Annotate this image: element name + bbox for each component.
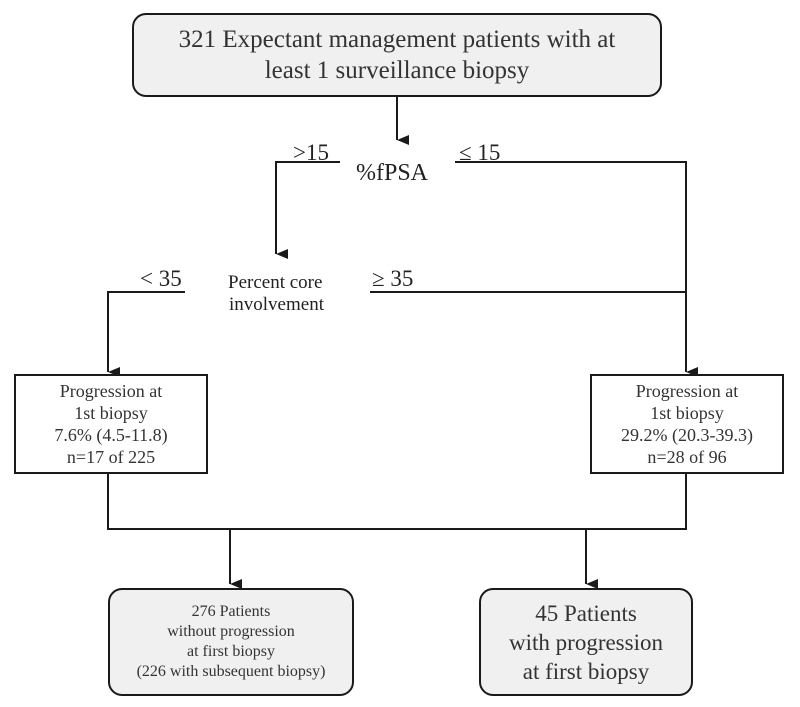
bottom-right-box: 45 Patients with progression at first bi… [479,588,693,696]
top-box-line-1: 321 Expectant management patients with a… [178,26,616,53]
core-ge35-label: ≥ 35 [372,266,414,291]
top-box-line-2: least 1 surveillance biopsy [264,57,530,84]
bottom-left-box: 276 Patients without progression at firs… [108,588,354,696]
connector-left-result-down [107,474,687,530]
top-box: 321 Expectant management patients with a… [132,13,662,97]
core-lt35-label: < 35 [140,266,182,291]
fpsa-le15-label: ≤ 15 [459,140,501,165]
right-result-line-3: 29.2% (20.3-39.3) [621,425,753,445]
bottom-left-line-3: at first biopsy [187,643,275,660]
right-result-line-1: Progression at [635,381,739,401]
bottom-right-line-3: at first biopsy [522,658,650,684]
right-result-box: Progression at 1st biopsy 29.2% (20.3-39… [590,374,784,474]
right-result-line-2: 1st biopsy [650,403,724,423]
left-result-line-2: 1st biopsy [74,403,148,423]
connector-fpsa-le15 [455,161,698,377]
core-node-line-1: Percent core [228,272,323,293]
connector-core-lt35 [107,291,185,377]
left-result-box: Progression at 1st biopsy 7.6% (4.5-11.8… [14,374,208,474]
bottom-left-line-1: 276 Patients [191,603,271,620]
left-result-line-1: Progression at [59,381,163,401]
core-node-line-2: involvement [229,294,324,315]
left-result-line-4: n=17 of 225 [66,447,156,467]
left-result-line-3: 7.6% (4.5-11.8) [54,425,168,445]
right-result-line-4: n=28 of 96 [647,447,727,467]
bottom-right-line-1: 45 Patients [535,600,637,626]
fpsa-gt15-label: >15 [293,140,329,165]
bottom-right-line-2: with progression [509,629,663,655]
bottom-left-line-2: without progression [167,623,295,640]
connector-fpsa-gt15 [275,161,340,259]
bottom-left-line-4: (226 with subsequent biopsy) [136,663,326,680]
fpsa-node-label: %fPSA [356,160,429,186]
